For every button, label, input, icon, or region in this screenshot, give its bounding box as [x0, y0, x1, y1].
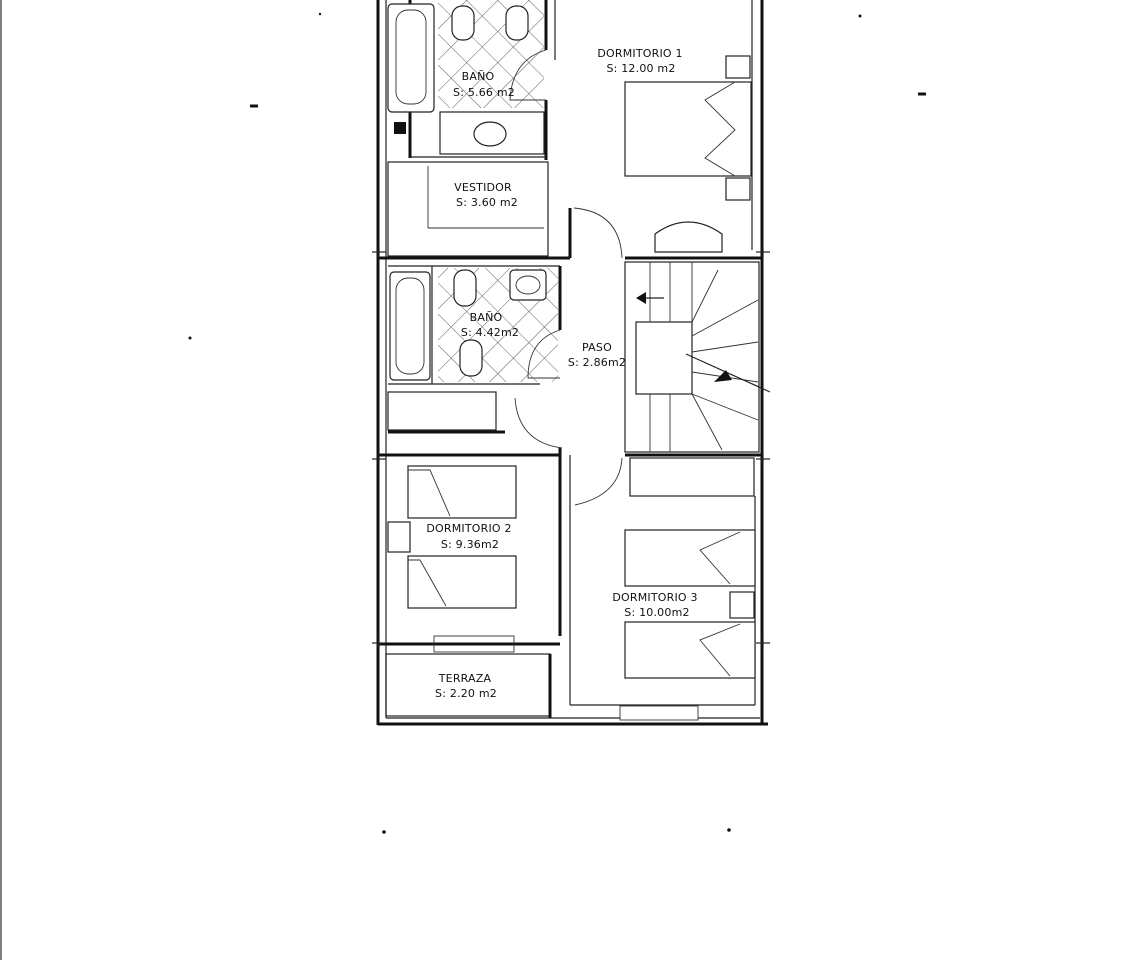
- door-bano2-icon: [527, 329, 561, 379]
- room-area-terraza: S: 2.20 m2: [435, 687, 497, 700]
- beds: [387, 55, 756, 679]
- outer-walls: [376, 0, 768, 726]
- room-name-bano1: BAÑO: [462, 70, 495, 83]
- doors: [509, 49, 623, 506]
- room-area-bano1: S: 5.66 m2: [453, 86, 515, 99]
- room-name-terraza: TERRAZA: [438, 672, 492, 685]
- sink-icon: [473, 121, 507, 147]
- room-area-dormitorio2: S: 9.36m2: [441, 538, 499, 551]
- wall-markers: [188, 12, 926, 834]
- single-bed-icon: [407, 465, 517, 519]
- stair-arrow-icon: [636, 292, 646, 304]
- room-name-dormitorio2: DORMITORIO 2: [426, 522, 511, 535]
- room-name-dormitorio1: DORMITORIO 1: [597, 47, 682, 60]
- room-area-paso: S: 2.86m2: [568, 356, 626, 369]
- interior-walls: [378, 0, 762, 721]
- room-name-paso: PASO: [582, 341, 612, 354]
- single-bed-icon: [407, 555, 517, 609]
- room-area-dormitorio3: S: 10.00m2: [624, 606, 689, 619]
- sink-icon: [509, 269, 547, 301]
- toilet-icon: [451, 5, 475, 41]
- door-dormitorio1-icon: [573, 207, 623, 259]
- shaft-icon: [394, 122, 406, 134]
- bathtub-icon: [389, 271, 431, 381]
- bidet-icon: [505, 5, 529, 41]
- bano2-fixtures: [389, 269, 547, 381]
- room-area-dormitorio1: S: 12.00 m2: [606, 62, 675, 75]
- double-bed-icon: [624, 81, 752, 177]
- staircase: [636, 262, 771, 452]
- room-labels: BAÑO S: 5.66 m2 DORMITORIO 1 S: 12.00 m2…: [426, 47, 697, 700]
- door-bano1-icon: [509, 49, 547, 101]
- bano1-fixtures: [387, 3, 545, 155]
- bidet-icon: [459, 339, 483, 377]
- room-area-vestidor: S: 3.60 m2: [456, 196, 518, 209]
- single-bed-icon: [624, 529, 756, 587]
- toilet-icon: [453, 269, 477, 307]
- dresser-icon: [654, 221, 723, 253]
- door-dormitorio3-icon: [574, 457, 623, 506]
- room-name-vestidor: VESTIDOR: [454, 181, 512, 194]
- single-bed-icon: [624, 621, 756, 679]
- door-dormitorio2-icon: [514, 397, 563, 449]
- room-name-dormitorio3: DORMITORIO 3: [612, 591, 697, 604]
- room-area-bano2: S: 4.42m2: [461, 326, 519, 339]
- room-name-bano2: BAÑO: [470, 311, 503, 324]
- bathtub-icon: [387, 3, 435, 113]
